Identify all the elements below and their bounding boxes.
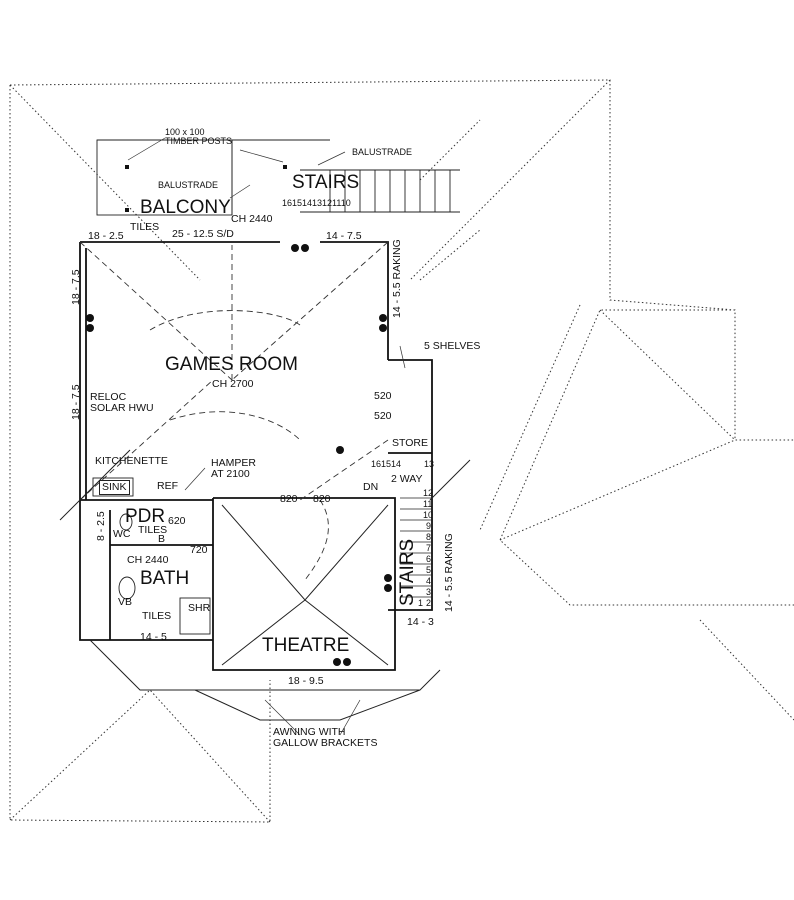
electrical-outlet-symbols [86,244,392,666]
note-two-way: 2 WAY [391,473,423,485]
note-ch-2700: CH 2700 [212,378,254,390]
note-hamper: HAMPER AT 2100 [211,457,256,480]
room-label-stairs-top: STAIRS [292,172,360,193]
note-shr: SHR [188,602,211,614]
room-label-balcony: BALCONY [140,197,231,218]
stair-number-12: 12 [423,488,434,498]
stair-number-1: 1 [418,598,424,608]
room-label-store: STORE [392,437,428,449]
note-timber-posts: 100 x 100 TIMBER POSTS [165,127,233,146]
note-five-shelves: 5 SHELVES [424,340,481,352]
timber-post-markers [125,165,287,212]
stair-number-8: 8 [426,532,432,542]
dim-right-lower: 14 - 5.5 RAKING [443,533,455,612]
note-b: B [158,533,166,545]
dim-right-upper: 14 - 5.5 RAKING [391,239,403,318]
stair-number-4: 4 [426,576,432,586]
main-walls [79,241,433,671]
room-label-theatre: THEATRE [262,635,350,656]
fixtures [92,477,211,635]
dim-bath-bottom: 14 - 5 [140,631,167,643]
note-sink: SINK [99,480,130,495]
note-door-820-a: 820 [280,493,298,505]
stair-number-13: 13 [424,459,435,469]
note-reloc-solar-hwu: RELOC SOLAR HWU [90,391,154,414]
dim-left-pdr: 8 - 2.5 [95,511,107,541]
note-door-520-b: 520 [374,410,392,422]
room-label-stairs-right: STAIRS [397,538,418,606]
note-balustrade-1: BALUSTRADE [158,180,219,190]
dim-top-left: 18 - 2.5 [88,230,124,242]
note-stair-numbers-top: 16151413121110 [282,198,351,208]
dim-left-upper: 18 - 7.5 [70,269,82,305]
stair-number-2: 2 [426,598,432,608]
note-door-720: 720 [190,544,208,556]
note-tiles-bath: TILES [142,610,172,622]
note-ref: REF [157,480,178,492]
dim-theatre-bottom: 18 - 9.5 [288,675,324,687]
note-dn: DN [363,481,379,493]
note-wc: WC [113,528,131,540]
room-label-pdr: PDR [125,506,166,527]
room-label-kitchenette: KITCHENETTE [95,455,168,467]
theatre-roof-lines [59,449,471,721]
room-label-games-room: GAMES ROOM [165,354,299,375]
dim-stairs-bottom: 14 - 3 [407,616,434,628]
stair-number-3: 3 [426,587,432,597]
dim-top-right: 14 - 7.5 [326,230,362,242]
roof-outline [9,79,794,823]
balcony-structure [96,139,460,216]
ceiling-lines [79,241,389,581]
stair-number-9: 9 [426,521,432,531]
stair-number-6: 6 [426,554,432,564]
leader-lines [127,137,406,736]
note-awning: AWNING WITH GALLOW BRACKETS [273,726,378,749]
note-door-820-b: 820 [313,493,331,505]
stair-number-10: 10 [423,510,434,520]
note-tiles-balcony: TILES [130,221,160,233]
note-tiles-pdr: TILES [138,524,168,536]
right-stairs-treads [400,497,432,598]
stair-number-7: 7 [426,543,432,553]
stair-number-upper: 161514 [371,459,402,469]
dim-left-lower: 18 - 7.5 [70,384,82,420]
stair-number-5: 5 [426,565,432,575]
note-slope-balcony: 25 - 12.5 S/D [172,228,234,240]
stair-number-11: 11 [423,499,433,509]
note-door-520-a: 520 [374,390,392,402]
room-label-bath: BATH [140,568,190,589]
note-ch-2440-bath: CH 2440 [127,554,169,566]
note-balustrade-2: BALUSTRADE [352,147,413,157]
note-vb: VB [118,596,133,608]
note-door-620: 620 [168,515,186,527]
note-ch-2440-top: CH 2440 [231,213,273,225]
